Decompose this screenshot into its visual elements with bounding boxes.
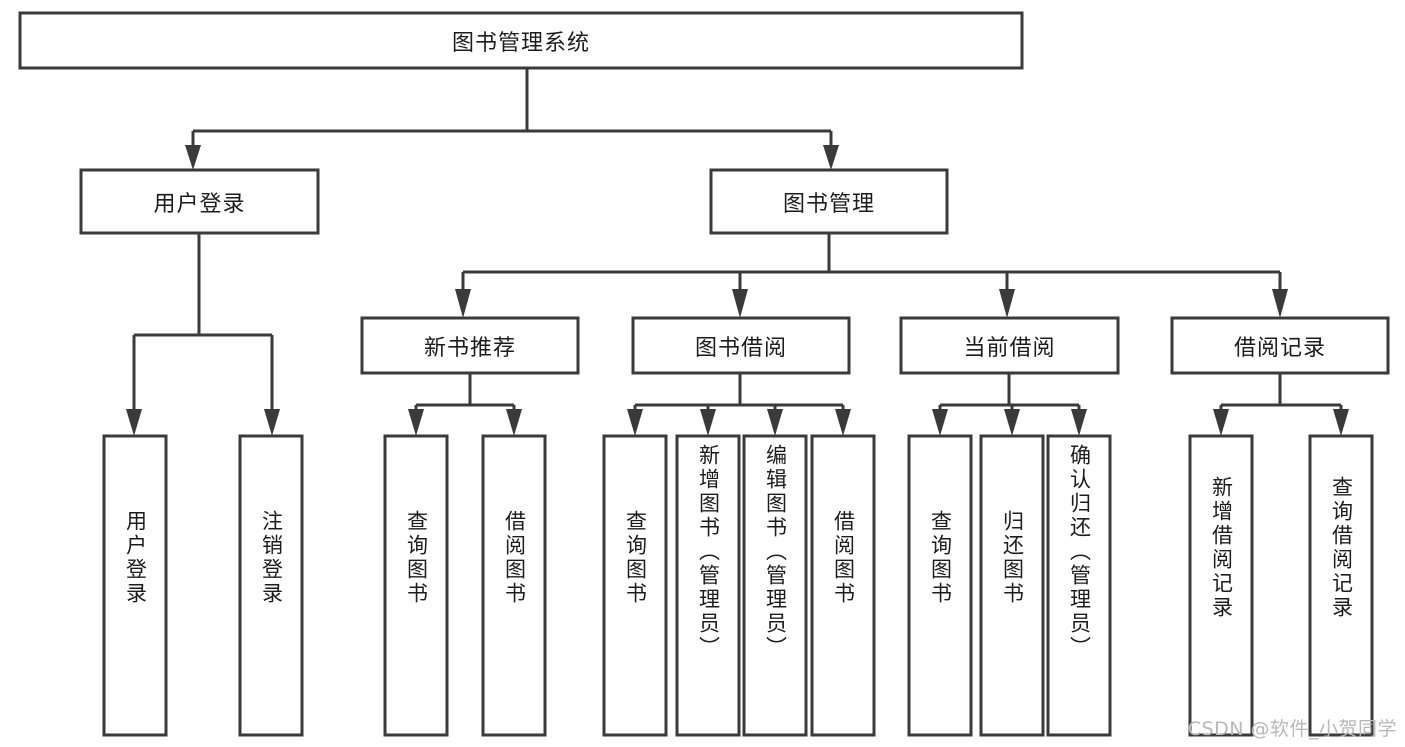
node-box-query-borrow-record[interactable] xyxy=(1308,434,1374,737)
node-box-confirm-return-admin[interactable] xyxy=(1046,434,1112,737)
node-box-user-logout[interactable] xyxy=(238,434,304,737)
arrow-head-query-book-2 xyxy=(627,409,643,436)
connector-group-current-borrow xyxy=(932,373,1087,436)
arrow-head-borrow-book-2 xyxy=(835,409,851,436)
node-box-add-book-admin[interactable] xyxy=(675,434,741,737)
connector-group-root xyxy=(185,68,839,170)
node-box-book-management[interactable] xyxy=(709,168,949,235)
arrow-head-return-book xyxy=(1004,409,1020,436)
arrow-head-add-borrow-record xyxy=(1213,409,1229,436)
connector-group-book-borrow xyxy=(627,373,851,436)
arrow-head-add-book-admin xyxy=(700,409,716,436)
node-box-query-book-1[interactable] xyxy=(383,434,449,737)
node-box-borrow-record[interactable] xyxy=(1170,316,1390,375)
arrow-head-book-borrow xyxy=(732,289,748,318)
node-box-return-book[interactable] xyxy=(979,434,1045,737)
node-box-user-login[interactable] xyxy=(79,168,320,235)
arrow-head-user-login xyxy=(185,145,201,170)
arrow-head-query-borrow-record xyxy=(1333,409,1349,436)
watermark-text: CSDN @软件_小贺同学 xyxy=(1187,718,1397,740)
arrow-head-current-borrow xyxy=(999,289,1015,318)
arrow-head-book-management xyxy=(823,145,839,170)
arrow-head-query-book-3 xyxy=(932,409,948,436)
arrow-head-query-book-1 xyxy=(408,409,424,436)
connector-group-borrow-record xyxy=(1213,373,1349,436)
node-box-borrow-book-2[interactable] xyxy=(810,434,876,737)
node-box-user-login-do[interactable] xyxy=(102,434,168,737)
node-box-edit-book-admin[interactable] xyxy=(742,434,808,737)
connector-group-user-login xyxy=(126,233,280,436)
node-box-add-borrow-record[interactable] xyxy=(1188,434,1254,737)
arrow-head-confirm-return-admin xyxy=(1071,409,1087,436)
arrow-head-user-login-do xyxy=(126,409,142,436)
node-box-root[interactable] xyxy=(18,11,1024,70)
node-box-current-borrow[interactable] xyxy=(899,316,1120,375)
connector-group-new-book-recommend xyxy=(408,373,522,436)
node-box-borrow-book-1[interactable] xyxy=(481,434,547,737)
node-box-book-borrow[interactable] xyxy=(631,316,851,375)
connector-group-book-management xyxy=(455,233,1288,318)
arrow-head-edit-book-admin xyxy=(767,409,783,436)
node-box-query-book-2[interactable] xyxy=(602,434,668,737)
arrow-head-new-book-recommend xyxy=(455,289,471,318)
node-box-new-book-recommend[interactable] xyxy=(360,316,580,375)
arrow-head-borrow-book-1 xyxy=(506,409,522,436)
arrow-head-user-logout xyxy=(264,409,280,436)
arrow-head-borrow-record xyxy=(1272,289,1288,318)
node-box-query-book-3[interactable] xyxy=(907,434,973,737)
